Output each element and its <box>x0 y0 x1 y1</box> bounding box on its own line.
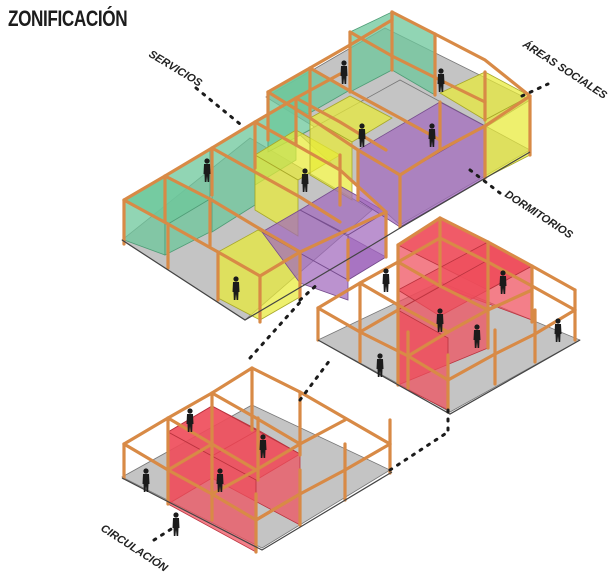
label-servicios: SERVICIOS <box>146 48 204 89</box>
lower-module <box>121 366 393 554</box>
middle-frame <box>316 216 577 414</box>
page-title: ZONIFICACIÓN <box>8 6 128 31</box>
middle-module <box>316 216 581 415</box>
lower-frame <box>122 366 392 554</box>
label-circulacion: CIRCULACIÓN <box>98 522 171 573</box>
upper-module <box>121 10 532 324</box>
zone-areas-sociales <box>217 71 531 321</box>
upper-frame <box>122 10 532 324</box>
leader-lines <box>152 82 550 542</box>
label-dormitorios: DORMITORIOS <box>502 188 575 241</box>
